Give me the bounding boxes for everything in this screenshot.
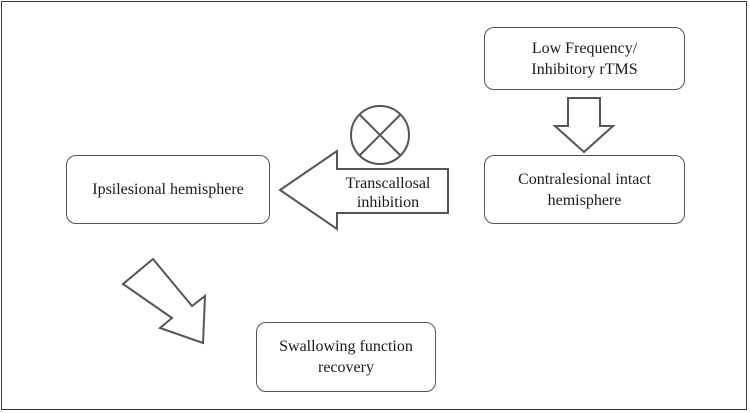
- transcallosal-arrow: [278, 149, 449, 231]
- contralesional-hemisphere-label: Contralesional intact hemisphere: [518, 170, 651, 209]
- rtms-node: Low Frequency/ Inhibitory rTMS: [484, 27, 685, 90]
- contralesional-hemisphere-node: Contralesional intact hemisphere: [484, 155, 685, 224]
- down-arrow: [552, 97, 616, 154]
- swallowing-recovery-node: Swallowing function recovery: [256, 322, 436, 392]
- ipsilesional-hemisphere-label: Ipsilesional hemisphere: [92, 181, 244, 198]
- swallowing-recovery-label: Swallowing function recovery: [279, 338, 413, 376]
- transcallosal-inhibition-label: Transcallosal inhibition: [345, 175, 431, 211]
- ipsilesional-hemisphere-node: Ipsilesional hemisphere: [66, 155, 270, 224]
- inhibition-symbol-icon: [350, 105, 410, 165]
- rtms-label: Low Frequency/ Inhibitory rTMS: [531, 39, 638, 78]
- diagonal-arrow: [121, 257, 207, 345]
